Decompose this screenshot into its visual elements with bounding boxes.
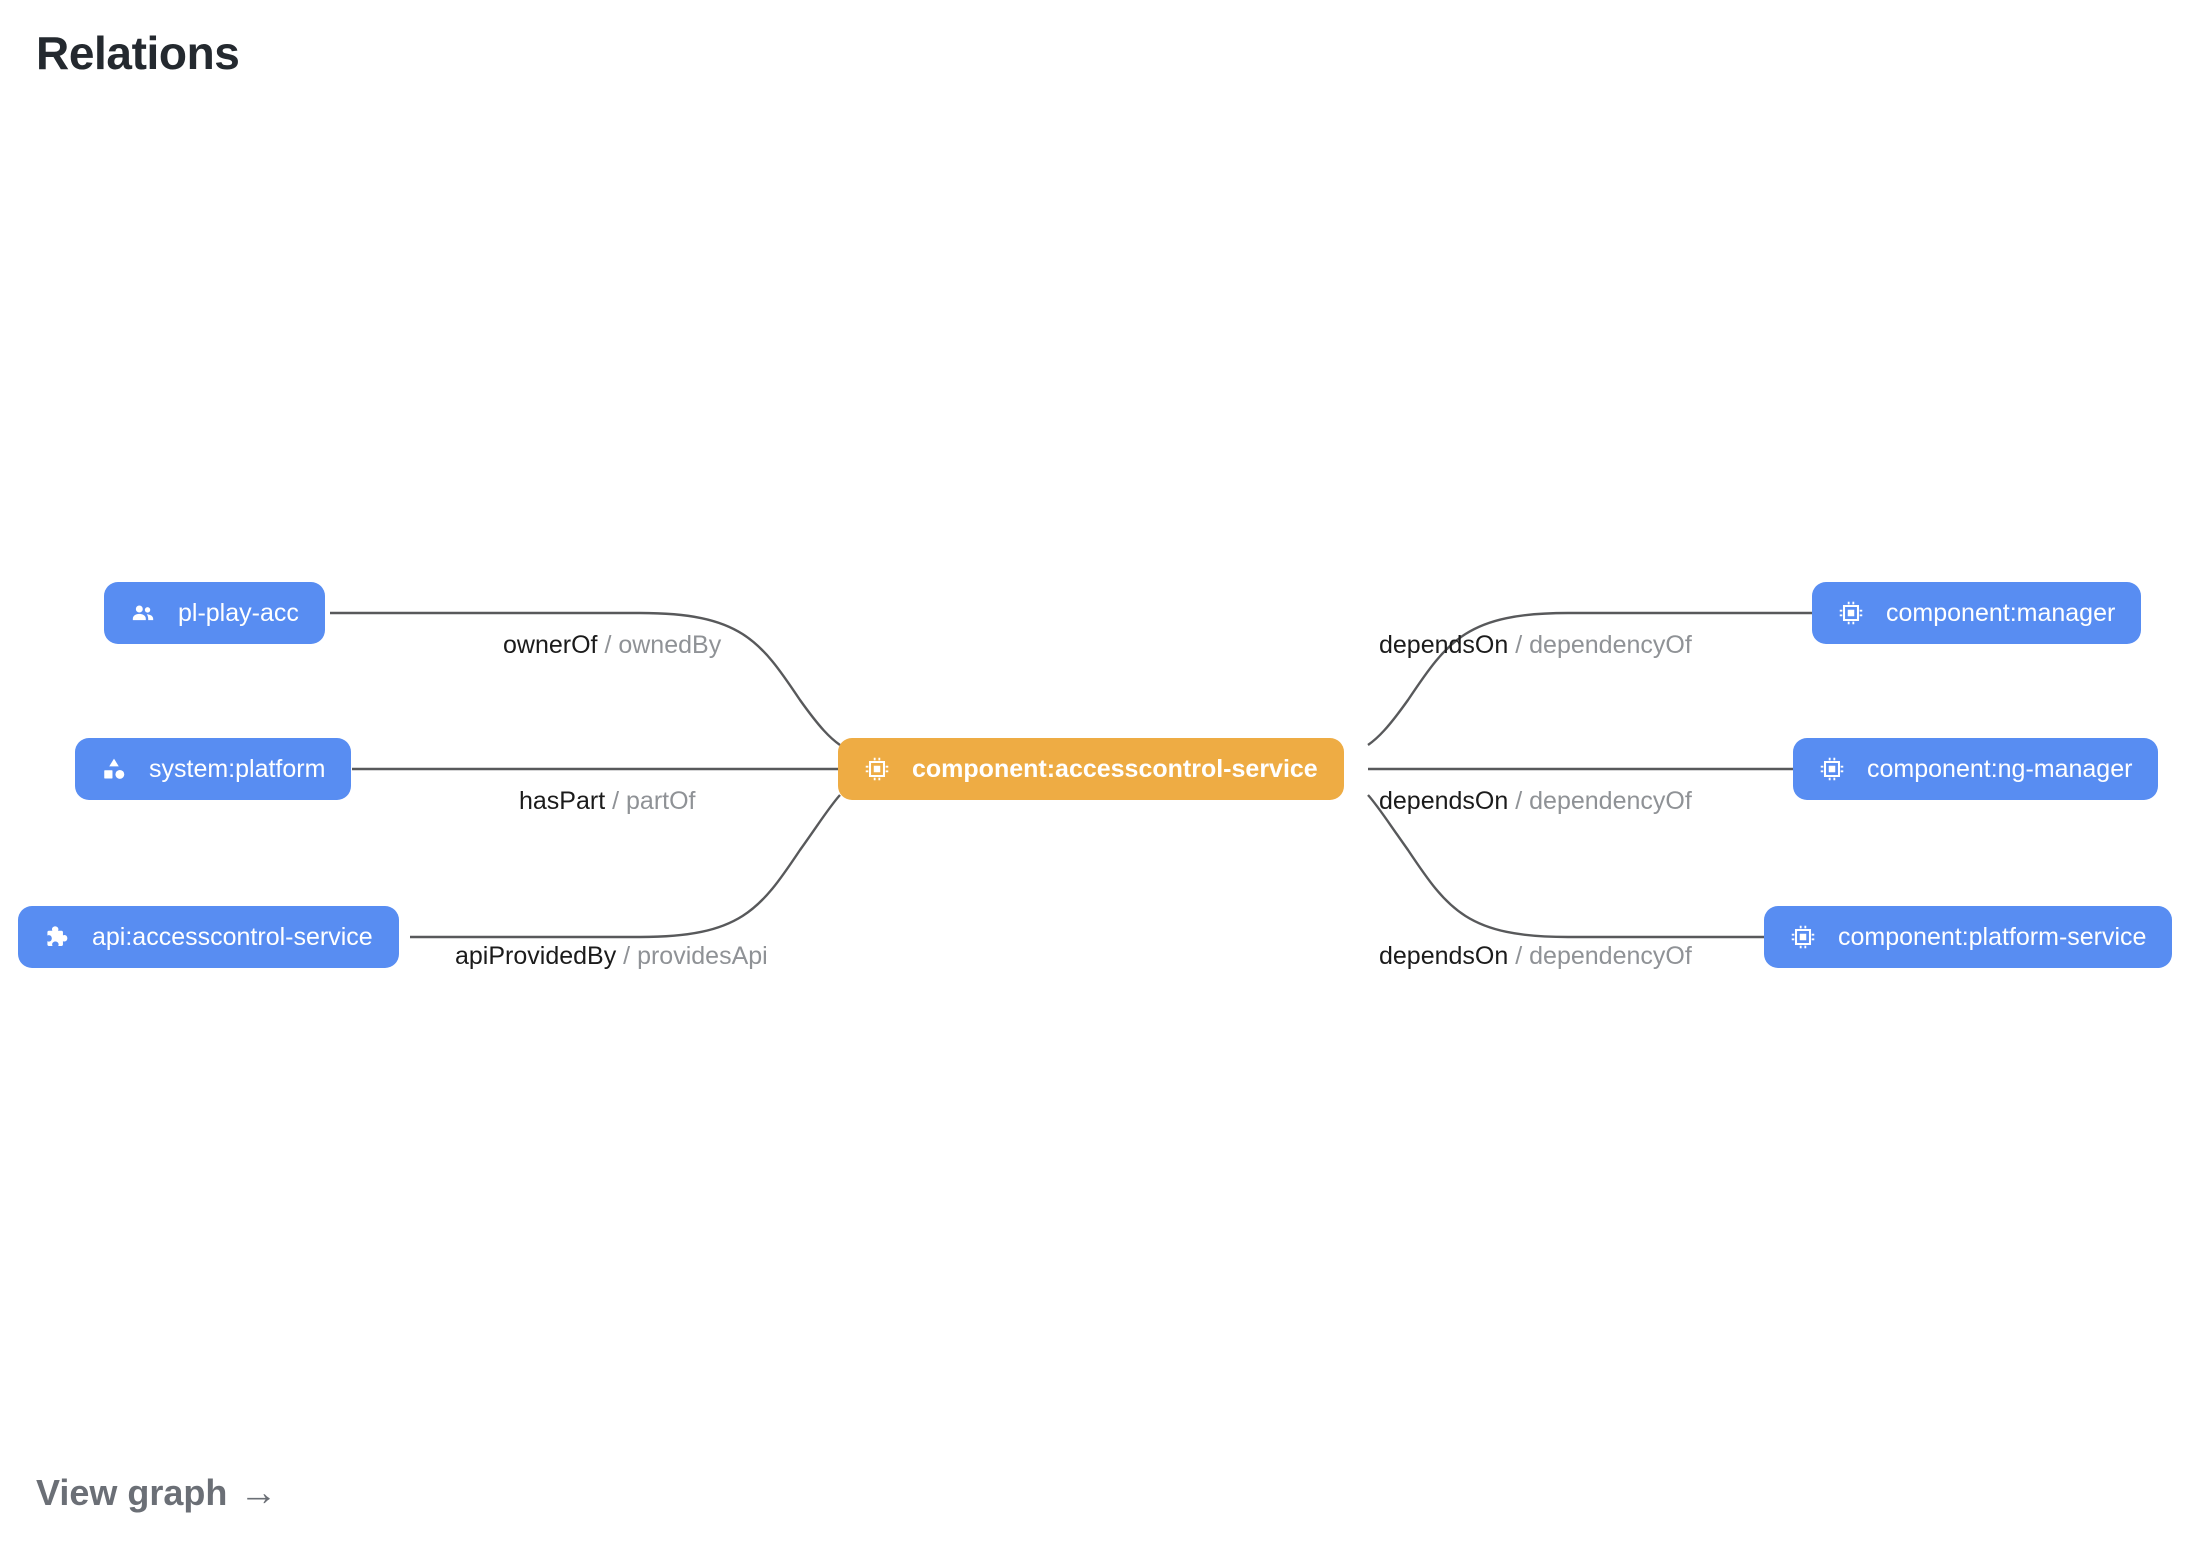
edge-label-separator: / xyxy=(623,942,631,970)
edge-label-dependsOn-ng-manager: dependsOn / dependencyOf xyxy=(1379,789,1692,814)
edge-label-forward: hasPart xyxy=(519,787,606,815)
edge-label-forward: apiProvidedBy xyxy=(455,942,617,970)
edge-label-forward: dependsOn xyxy=(1379,631,1509,659)
graph-node-pl-play-acc[interactable]: pl-play-acc xyxy=(104,582,325,644)
graph-node-system-platform[interactable]: system:platform xyxy=(75,738,352,800)
category-icon xyxy=(101,756,127,782)
edge-label-separator: / xyxy=(1515,942,1523,970)
memory-chip-icon xyxy=(1838,600,1864,626)
edge-label-dependsOn-platform-service: dependsOn / dependencyOf xyxy=(1379,944,1692,969)
edge-label-separator: / xyxy=(604,631,612,659)
edge-label-apiProvidedBy: apiProvidedBy / providesApi xyxy=(455,944,768,969)
edge-dependsOn-platform-service xyxy=(1367,794,1764,939)
graph-node-label: component:accesscontrol-service xyxy=(912,754,1318,783)
edge-label-separator: / xyxy=(1515,631,1523,659)
edge-label-reverse: ownedBy xyxy=(618,631,722,659)
edge-label-reverse: dependencyOf xyxy=(1529,631,1692,659)
edge-label-reverse: providesApi xyxy=(637,942,768,970)
graph-node-api-accesscontrol-service[interactable]: api:accesscontrol-service xyxy=(18,906,399,968)
edge-label-forward: dependsOn xyxy=(1379,787,1509,815)
group-icon xyxy=(130,600,156,626)
arrow-right-icon: → xyxy=(239,1472,278,1514)
memory-chip-icon xyxy=(864,756,890,782)
graph-node-label: pl-play-acc xyxy=(178,598,299,627)
graph-node-label: system:platform xyxy=(149,754,326,783)
memory-chip-icon xyxy=(1790,924,1816,950)
memory-chip-icon xyxy=(1819,756,1845,782)
graph-node-component-accesscontrol-service[interactable]: component:accesscontrol-service xyxy=(838,738,1344,800)
edge-label-hasPart: hasPart / partOf xyxy=(519,789,696,814)
edge-label-ownerOf: ownerOf / ownedBy xyxy=(503,633,721,658)
graph-node-component-platform-service[interactable]: component:platform-service xyxy=(1764,906,2173,968)
puzzle-piece-icon xyxy=(44,924,70,950)
edge-label-forward: dependsOn xyxy=(1379,942,1509,970)
edge-label-reverse: dependencyOf xyxy=(1529,787,1692,815)
edge-label-reverse: partOf xyxy=(626,787,696,815)
page-title: Relations xyxy=(36,27,240,79)
graph-node-label: component:manager xyxy=(1886,598,2116,627)
graph-node-component-manager[interactable]: component:manager xyxy=(1812,582,2142,644)
edge-label-dependsOn-manager: dependsOn / dependencyOf xyxy=(1379,633,1692,658)
edge-label-forward: ownerOf xyxy=(503,631,598,659)
edge-label-separator: / xyxy=(612,787,620,815)
edge-label-separator: / xyxy=(1515,787,1523,815)
graph-node-label: api:accesscontrol-service xyxy=(92,922,373,951)
graph-node-label: component:platform-service xyxy=(1838,922,2147,951)
graph-node-component-ng-manager[interactable]: component:ng-manager xyxy=(1793,738,2159,800)
edge-apiProvidedBy xyxy=(410,794,841,939)
view-graph-label: View graph xyxy=(36,1472,228,1513)
graph-node-label: component:ng-manager xyxy=(1867,754,2133,783)
edge-label-reverse: dependencyOf xyxy=(1529,942,1692,970)
view-graph-link[interactable]: View graph → xyxy=(36,1472,277,1514)
